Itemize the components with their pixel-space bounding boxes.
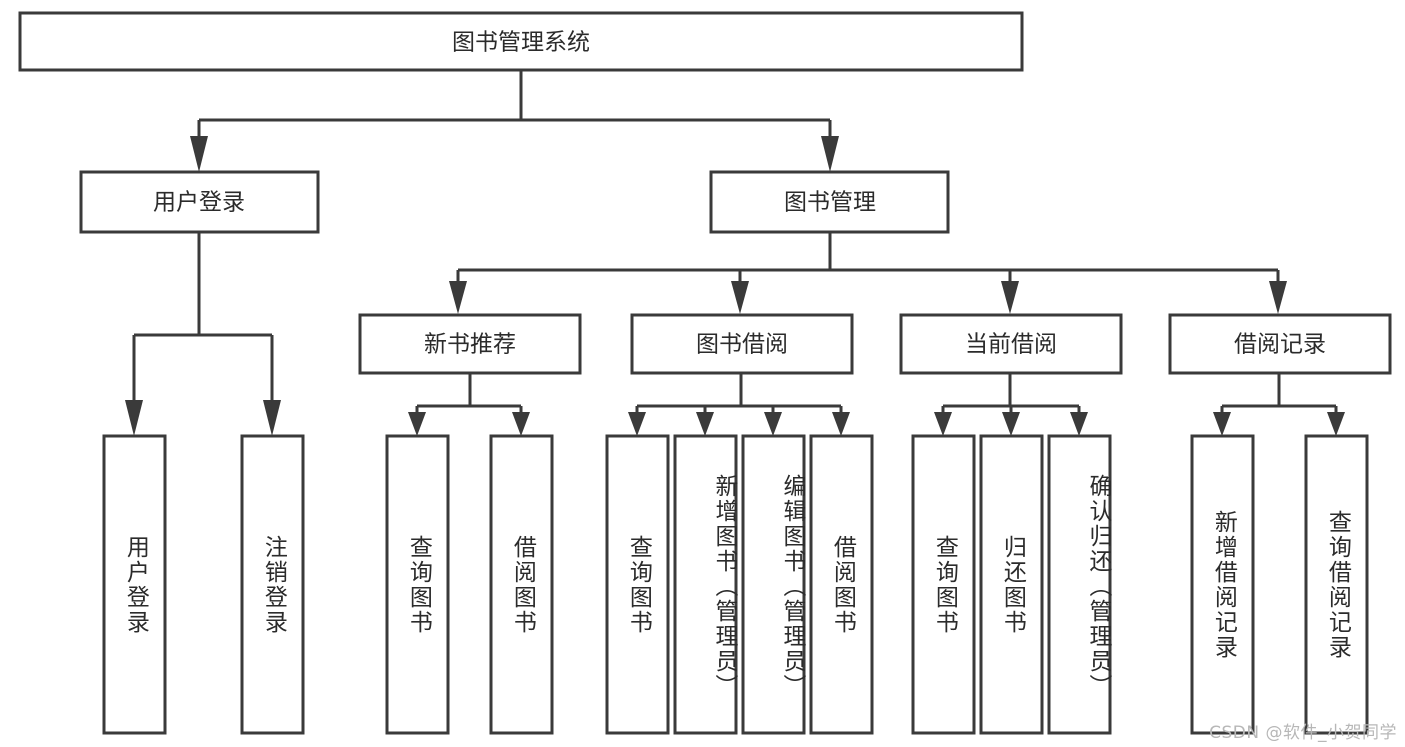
arrowhead-leaf-borrow-book-1 [512,412,530,436]
watermark-text: CSDN @软件_小贺同学 [1209,723,1397,743]
arrowhead-leaf-add-borrow-record [1213,412,1231,436]
node-borrow-record-box[interactable] [1168,313,1392,375]
node-leaf-query-book-2-box[interactable] [605,434,670,735]
node-leaf-user-login-box[interactable] [102,434,167,735]
node-leaf-add-book-admin-box[interactable] [673,434,738,735]
node-book-borrow-label: 图书借阅 [696,332,788,358]
node-leaf-user-logout-box[interactable] [240,434,305,735]
node-new-book-recommend-label: 新书推荐 [424,332,516,358]
arrowhead-leaf-edit-book-admin [764,412,782,436]
arrowhead-leaf-return-book [1002,412,1020,436]
arrowhead-borrow-record [1269,281,1287,314]
arrowhead-leaf-query-book-1 [408,412,426,436]
node-borrow-record-label: 借阅记录 [1234,332,1326,358]
node-leaf-add-borrow-record-box[interactable] [1190,434,1255,735]
node-current-borrow[interactable]: 当前借阅 [899,313,1123,375]
node-root-label: 图书管理系统 [452,30,590,56]
node-leaf-query-book-3-box[interactable] [911,434,976,735]
node-book-manage[interactable]: 图书管理 [709,170,950,234]
arrowhead-leaf-add-book-admin [696,412,714,436]
node-user-login[interactable]: 用户登录 [79,170,320,234]
arrowhead-leaf-query-book-3 [934,412,952,436]
arrowhead-book-borrow [731,281,749,314]
arrowhead-leaf-query-book-2 [628,412,646,436]
node-current-borrow-box[interactable] [899,313,1123,375]
node-book-manage-label: 图书管理 [784,190,876,216]
node-leaf-edit-book-admin-box[interactable] [741,434,806,735]
arrowhead-leaf-borrow-book-2 [832,412,850,436]
node-current-borrow-label: 当前借阅 [965,332,1057,358]
node-leaf-return-book-box[interactable] [979,434,1044,735]
arrowhead-leaf-user-login [125,400,143,436]
node-new-book-recommend-box[interactable] [358,313,582,375]
arrowhead-leaf-user-logout [263,400,281,436]
node-leaf-query-borrow-record-box[interactable] [1304,434,1369,735]
arrowhead-leaf-query-borrow-record [1327,412,1345,436]
arrowhead-new-book-recommend [449,281,467,314]
node-borrow-record[interactable]: 借阅记录 [1168,313,1392,375]
node-user-login-box[interactable] [79,170,320,234]
node-leaf-query-book-1-box[interactable] [385,434,450,735]
node-book-borrow[interactable]: 图书借阅 [630,313,854,375]
node-user-login-label: 用户登录 [153,190,245,216]
arrowhead-bookmanage [821,136,839,172]
node-leaf-confirm-return-admin-box[interactable] [1047,434,1112,735]
node-leaf-borrow-book-2-box[interactable] [809,434,874,735]
connector-group [125,70,1345,436]
arrowhead-current-borrow [1001,281,1019,314]
node-leaf-borrow-book-1-box[interactable] [489,434,554,735]
node-root[interactable]: 图书管理系统 [18,11,1024,72]
node-book-borrow-box[interactable] [630,313,854,375]
arrowhead-leaf-confirm-return-admin [1070,412,1088,436]
node-new-book-recommend[interactable]: 新书推荐 [358,313,582,375]
arrowhead-userlogin [190,136,208,172]
node-book-manage-box[interactable] [709,170,950,234]
node-root-box[interactable] [18,11,1024,72]
